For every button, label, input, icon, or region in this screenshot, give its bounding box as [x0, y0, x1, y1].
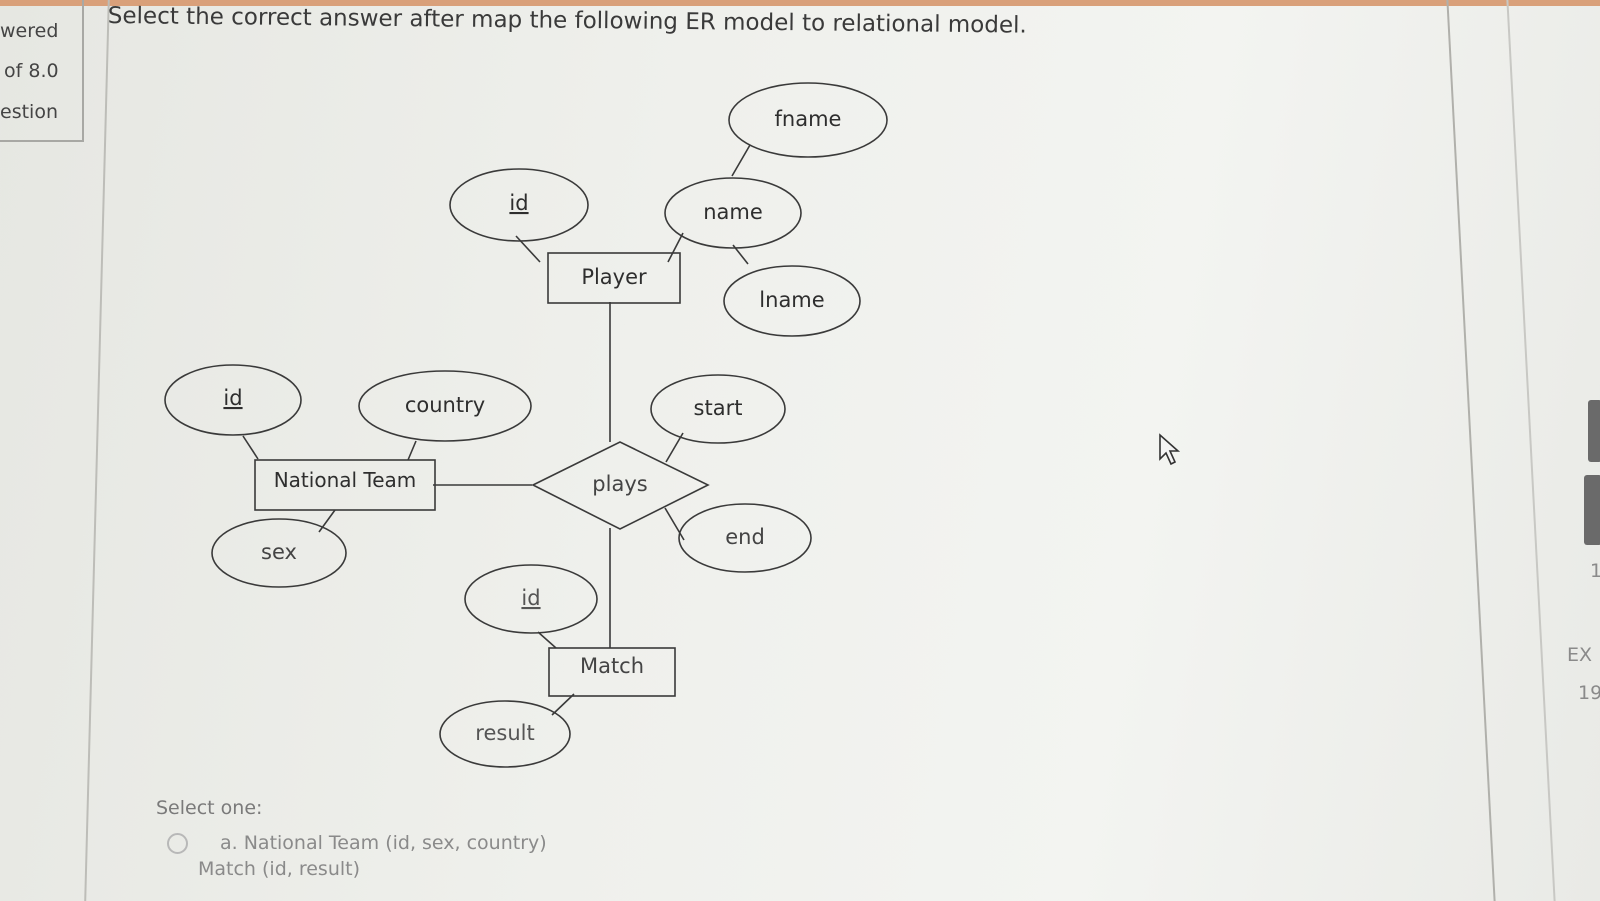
exam-label: EX [1567, 644, 1593, 666]
attr-lname-ellipse [723, 265, 861, 337]
attr-result-ellipse [439, 700, 571, 768]
attr-sex-label: sex [261, 540, 297, 564]
question-info-panel: wered of 8.0 estion [0, 0, 84, 142]
marks-out-of: of 8.0 [4, 60, 59, 82]
attr-name-ellipse [664, 177, 802, 249]
attr-end-ellipse [678, 503, 812, 573]
attr-sex-ellipse [211, 518, 347, 588]
line-team-id [242, 435, 259, 460]
attr-player-id-label: id [509, 191, 528, 215]
flag-question-link[interactable]: estion [0, 101, 58, 123]
nav-block-1[interactable] [1588, 400, 1600, 462]
entity-match-label: Match [580, 654, 644, 678]
entity-match-box [548, 647, 676, 697]
attr-result-label: result [475, 721, 534, 745]
attr-match-id-label: id [521, 586, 540, 610]
entity-national-team-label: National Team [274, 468, 417, 492]
entity-national-team-box [254, 459, 436, 511]
line-player-name [667, 232, 684, 263]
line-plays-end [664, 507, 685, 541]
line-match-id [537, 631, 557, 649]
attr-match-id-ellipse [464, 564, 598, 634]
nav-block-2[interactable] [1584, 475, 1600, 545]
attr-country-ellipse [358, 370, 532, 442]
attr-end-label: end [725, 525, 765, 549]
attr-fname-ellipse [728, 82, 888, 158]
line-team-sex [318, 509, 336, 533]
attr-fname-label: fname [775, 107, 842, 131]
mouse-cursor-icon [1159, 433, 1181, 466]
nav-digit: 1 [1590, 560, 1600, 582]
entity-player-label: Player [581, 265, 647, 289]
entity-player-box [547, 252, 681, 304]
option-a-label-line2[interactable]: Match (id, result) [198, 858, 361, 880]
top-accent-bar [0, 0, 1600, 6]
line-match-result [551, 693, 575, 716]
attr-start-label: start [694, 396, 743, 420]
attr-country-label: country [405, 393, 485, 417]
option-a-radio[interactable] [167, 833, 188, 854]
exam-number: 19 [1578, 682, 1600, 704]
attr-team-id-ellipse [164, 364, 302, 436]
attr-player-id-ellipse [449, 168, 589, 242]
select-one-label: Select one: [156, 797, 263, 819]
answered-status: wered [0, 20, 59, 42]
line-team-country [407, 440, 417, 461]
option-a-label[interactable]: a. National Team (id, sex, country) [220, 832, 547, 854]
attr-name-label: name [703, 200, 763, 224]
attr-start-ellipse [650, 374, 786, 444]
relationship-plays-label: plays [592, 472, 647, 496]
attr-team-id-label: id [223, 386, 242, 410]
attr-lname-label: lname [759, 288, 824, 312]
relationship-plays-diamond [531, 441, 710, 530]
line-name-fname [731, 144, 751, 177]
